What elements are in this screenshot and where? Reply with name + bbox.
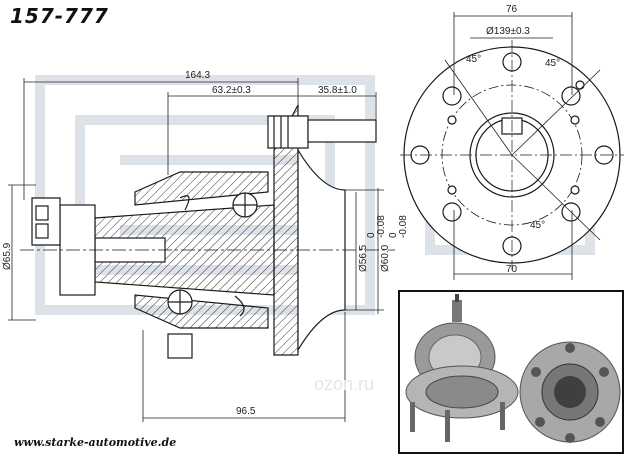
dim-sensor-diameter: Ø65.9	[2, 242, 13, 270]
dim-bolt-circle: Ø139±0.3	[486, 26, 530, 37]
side-view-cross-section	[20, 104, 395, 359]
dim-pilot-tolerance: 0-0.08	[366, 215, 387, 238]
dim-overall-length: 164.3	[185, 70, 210, 81]
website-link[interactable]: www.starke-automotive.de	[14, 436, 177, 449]
dim-angle-2: 45°	[545, 58, 560, 69]
dim-flange-offset: 63.2±0.3	[212, 85, 251, 96]
dim-angle-3: 45°	[530, 220, 545, 231]
hub-photo-left	[405, 294, 519, 442]
dim-bolt-spacing-bottom: 70	[506, 264, 518, 275]
dim-base-length: 96.5	[236, 406, 256, 417]
dim-pilot-diameter: Ø56.5	[358, 244, 369, 272]
dim-bolt-spacing-top: 76	[506, 4, 518, 15]
side-view-dimensions	[8, 78, 384, 422]
ozon-watermark: ozon.ru	[314, 374, 375, 394]
part-number: 157-777	[10, 4, 109, 28]
dim-flange-bore-tolerance: 0-0.08	[388, 215, 409, 238]
dim-angle-1: 45°	[466, 54, 481, 65]
hub-photo-right	[519, 341, 621, 443]
dim-flange-bore-diameter: Ø60.0	[380, 244, 391, 272]
product-photo	[405, 294, 621, 443]
front-view-dimensions	[444, 12, 601, 280]
product-photo-frame	[398, 290, 624, 454]
dim-stud-length: 35.8±1.0	[318, 85, 357, 96]
